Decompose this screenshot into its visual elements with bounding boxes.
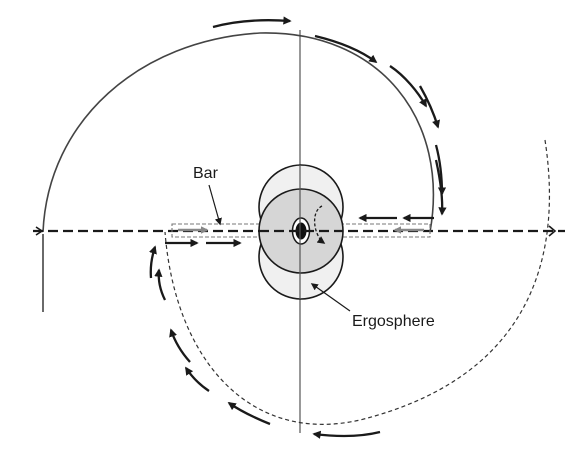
flow-arrow-icon — [154, 268, 167, 301]
flow-arrow-icon — [212, 16, 292, 29]
ergosphere-label: Ergosphere — [352, 313, 435, 330]
right-axis-tick-icon — [548, 225, 557, 237]
flow-arrow-icon — [434, 159, 447, 216]
flow-arrow-icon — [148, 245, 157, 279]
flow-arrow-icon — [389, 65, 427, 108]
bar-label: Bar — [193, 165, 219, 182]
bar-leader-line — [208, 184, 222, 226]
flow-arrow-icon — [227, 402, 271, 426]
flow-arrow-icon — [314, 34, 378, 63]
ergosphere-leader-line — [310, 283, 351, 312]
left-axis-tick-icon — [35, 226, 44, 236]
singularity-core — [295, 222, 307, 240]
flow-arrow-icon — [185, 366, 210, 392]
rotation-arrow-icon — [314, 205, 326, 244]
solid-spiral-trajectory — [42, 32, 435, 233]
flow-arrow-icon — [312, 430, 381, 439]
flow-arrow-icon — [169, 328, 191, 363]
flow-arrow-icon — [419, 85, 441, 129]
